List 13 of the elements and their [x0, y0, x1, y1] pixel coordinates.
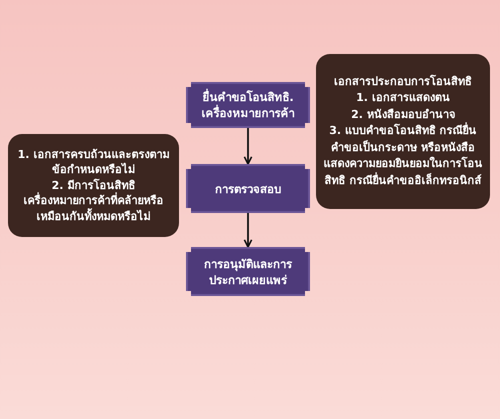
- list-item: 1. เอกสารแสดงตน: [355, 90, 451, 106]
- list-item: 3. แบบคำขอโอนสิทธิ กรณียื่นคำขอเป็นกระดาษ หรือหนังสือแสดงความยอมยินยอมในการโอนสิทธิ กรณียื่นคำขออิเล็กทรอนิกส์: [322, 123, 484, 189]
- box-heading: เอกสารประกอบการโอนสิทธิ: [333, 74, 473, 90]
- note-box: [8, 134, 179, 237]
- list-item: 2. มีการโอนสิทธิเครื่องหมายการค้าที่คล้ายหรือเหมือนกันทั้งหมดหรือไม่: [22, 178, 164, 224]
- arrow: [244, 128, 252, 165]
- list-item: 1. เอกสารครบถ้วนและตรงตามข้อกำหนดหรือไม่: [16, 146, 170, 178]
- process-box: การตรวจสอบ: [186, 164, 310, 213]
- arrow: [244, 213, 252, 248]
- process-box: การอนุมัติและการประกาศเผยแพร่: [186, 247, 310, 296]
- process-box: ยื่นคำขอโอนสิทธิ. เครื่องหมายการค้า: [186, 82, 310, 128]
- note-box: [316, 54, 490, 209]
- list-item: 2. หนังสือมอบอำนาจ: [350, 106, 456, 122]
